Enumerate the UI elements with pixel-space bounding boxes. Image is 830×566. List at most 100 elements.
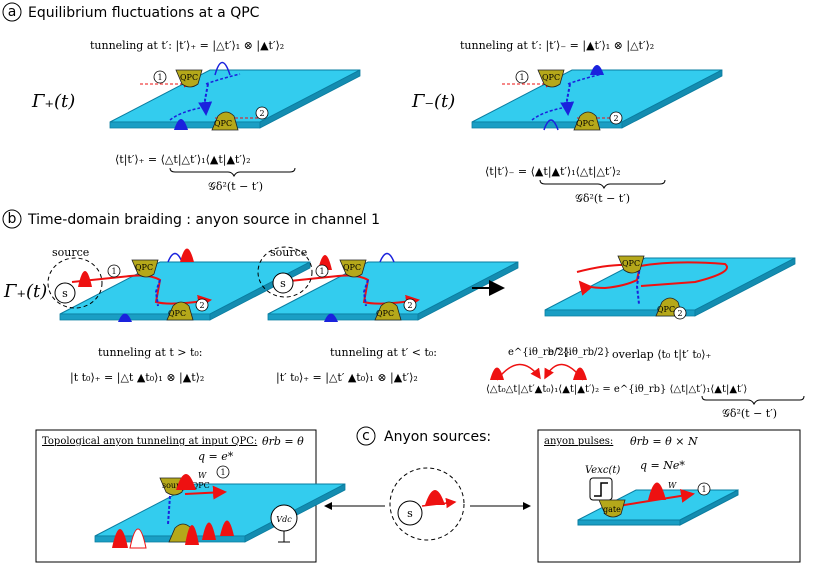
channel-1-label: 1 <box>319 267 324 276</box>
qpc-label: QPC <box>376 309 394 318</box>
channel-2-marker <box>403 298 417 312</box>
channel-slab-b2 <box>267 261 519 321</box>
pulse-outline <box>167 252 183 263</box>
w-label: W <box>198 471 207 480</box>
channel-1-marker <box>515 70 529 84</box>
tunneling-minus-label: tunneling at t′: |t′⟩₋ = |▲t′⟩₁ ⊗ |△t′⟩₂ <box>460 39 654 53</box>
qpc-label: QPC <box>622 259 640 268</box>
section-c-letter: c <box>362 428 370 444</box>
pulse-outline-red <box>129 528 147 549</box>
section-a-letter: a <box>8 4 17 20</box>
channel-2-marker <box>609 111 623 125</box>
pulse-filled <box>118 313 132 322</box>
pulse-outline <box>543 119 559 131</box>
source-s-label: s <box>280 277 286 290</box>
channel-1-label: 1 <box>111 267 116 276</box>
overlap-label: overlap ⟨t₀ t|t′ t₀⟩₊ <box>612 348 712 362</box>
channel-1-marker <box>697 482 711 496</box>
vexc-label: Vexc(t) <box>585 465 620 476</box>
gamma-plus-label-b: Γ₊(t) <box>3 281 47 302</box>
source-s-marker <box>54 282 76 304</box>
section-a: a Equilibrium fluctuations at a QPC tunn… <box>2 2 723 205</box>
w-label: W <box>668 481 677 490</box>
channel-1-marker <box>107 264 121 278</box>
pulse-outline <box>379 252 395 263</box>
channel-1-label: 1 <box>157 73 162 82</box>
section-b-letter: b <box>8 211 17 227</box>
source-s-label: s <box>62 287 68 300</box>
right-box <box>537 429 801 563</box>
g-label-plus: 𝒢δ²(t − t′) <box>208 180 263 193</box>
right-box-title: anyon pulses: <box>544 436 613 447</box>
phase-2-label: e^{iθ_rb/2} <box>548 347 610 358</box>
source-label: source <box>270 246 307 259</box>
pulse-red <box>648 482 666 500</box>
pulse-filled <box>590 65 604 75</box>
source-label: source <box>52 246 89 259</box>
underbrace <box>539 179 666 190</box>
source-s-label: s <box>407 507 413 520</box>
qpc-label: QPC <box>135 263 153 272</box>
pulse-filled <box>174 119 188 130</box>
section-c: c Anyon sources: s Topological anyon tun… <box>35 426 801 563</box>
qpc-label: QPC <box>214 119 232 128</box>
pulse-outline <box>214 61 231 76</box>
underbrace <box>701 395 805 406</box>
pulse-red <box>112 529 128 548</box>
pulse-red <box>78 271 92 287</box>
braid-arc-1 <box>496 363 541 381</box>
right-theta: θrb = θ × N <box>630 435 698 448</box>
channel-2-label: 2 <box>677 309 682 318</box>
state-after-label: |t t₀⟩₊ = |△t ▲t₀⟩₁ ⊗ |▲t⟩₂ <box>70 371 204 385</box>
gamma-plus-label: Γ₊(t) <box>31 91 75 112</box>
section-b-title: Time-domain braiding : anyon source in c… <box>27 212 380 228</box>
channel-slab-c-left <box>94 483 346 543</box>
qpc-label: QPC <box>542 73 560 82</box>
qpc-label: QPC <box>168 309 186 318</box>
right-charge: q = Ne* <box>640 459 685 472</box>
qpc-label: QPC <box>657 305 675 314</box>
tunneling-plus-label: tunneling at t′: |t′⟩₊ = |△t′⟩₁ ⊗ |▲t′⟩₂ <box>90 39 284 53</box>
gate-label: gate <box>603 505 621 514</box>
channel-1-marker <box>153 70 167 84</box>
pulse-filled <box>324 313 338 322</box>
source-arrow <box>421 497 457 509</box>
channel-2-marker <box>255 106 269 120</box>
overlap-minus-label: ⟨t|t′⟩₋ = ⟨▲t|▲t′⟩₁⟨△t|△t′⟩₂ <box>485 165 621 179</box>
pulse-red <box>490 367 504 380</box>
section-b-badge <box>2 209 22 229</box>
section-c-badge <box>356 426 376 446</box>
channel-2-label: 2 <box>259 109 264 118</box>
vdc-label: Vdc <box>276 515 292 524</box>
underbrace <box>169 167 296 178</box>
qpc-label: QPC <box>343 263 361 272</box>
gamma-minus-label: Γ₋(t) <box>411 91 455 112</box>
phase-1-label: e^{iθ_rb/2} <box>508 347 570 358</box>
section-a-title: Equilibrium fluctuations at a QPC <box>28 5 260 21</box>
section-a-badge <box>2 2 22 22</box>
source-s-marker <box>397 500 423 526</box>
left-box-title: Topological anyon tunneling at input QPC… <box>42 436 257 447</box>
channel-2-label: 2 <box>613 114 618 123</box>
qpc-label: QPC <box>180 73 198 82</box>
overlap-expr: ⟨△t₀△t|△t′▲t₀⟩₁⟨▲t|▲t′⟩₂ = e^{iθ_rb} ⟨△t… <box>486 384 747 395</box>
g-label-b: 𝒢δ²(t − t′) <box>722 407 777 420</box>
channel-1-label: 1 <box>220 468 225 477</box>
channel-2-label: 2 <box>407 301 412 310</box>
overlap-plus-label: ⟨t|t′⟩₊ = ⟨△t|△t′⟩₁⟨▲t|▲t′⟩₂ <box>115 153 251 167</box>
channel-1-label: 1 <box>519 73 524 82</box>
channel-2-marker <box>195 298 209 312</box>
section-b: b Time-domain braiding : anyon source in… <box>2 209 805 420</box>
state-before-label: |t′ t₀⟩₊ = |△t′ ▲t₀⟩₁ ⊗ |▲t′⟩₂ <box>276 371 418 385</box>
left-theta: θrb = θ <box>262 435 304 448</box>
left-charge: q = e* <box>198 450 234 463</box>
section-c-title: Anyon sources: <box>384 429 491 445</box>
source-dashed-circle <box>389 467 465 541</box>
source-dashed-circle <box>257 246 313 298</box>
channel-2-label: 2 <box>199 301 204 310</box>
channel-slab-b3 <box>544 257 796 317</box>
channel-1-marker <box>216 465 230 479</box>
pulse-red <box>573 367 587 380</box>
pulse-red <box>180 248 194 262</box>
tunneling-after-label: tunneling at t > t₀: <box>98 346 202 359</box>
